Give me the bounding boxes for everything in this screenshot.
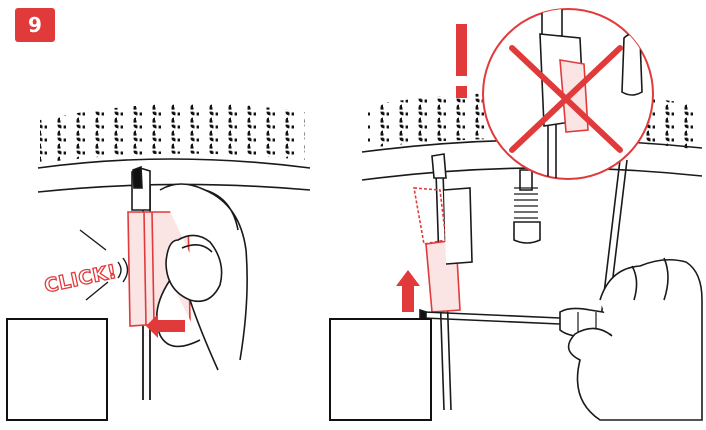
step-number-badge: 9	[15, 8, 55, 42]
inset-frame-right	[329, 318, 432, 421]
inset-frame-left	[6, 318, 108, 421]
tire-tread-left	[40, 104, 305, 163]
push-arrow-up	[396, 270, 420, 312]
warning-exclamation	[456, 24, 467, 98]
valve-cap	[514, 222, 540, 243]
valve-stem	[520, 170, 532, 190]
screwdriver-shaft	[424, 312, 560, 324]
tire-edge-left	[38, 159, 310, 168]
hand-right	[569, 260, 702, 420]
clip-tool-dashed	[414, 188, 446, 244]
